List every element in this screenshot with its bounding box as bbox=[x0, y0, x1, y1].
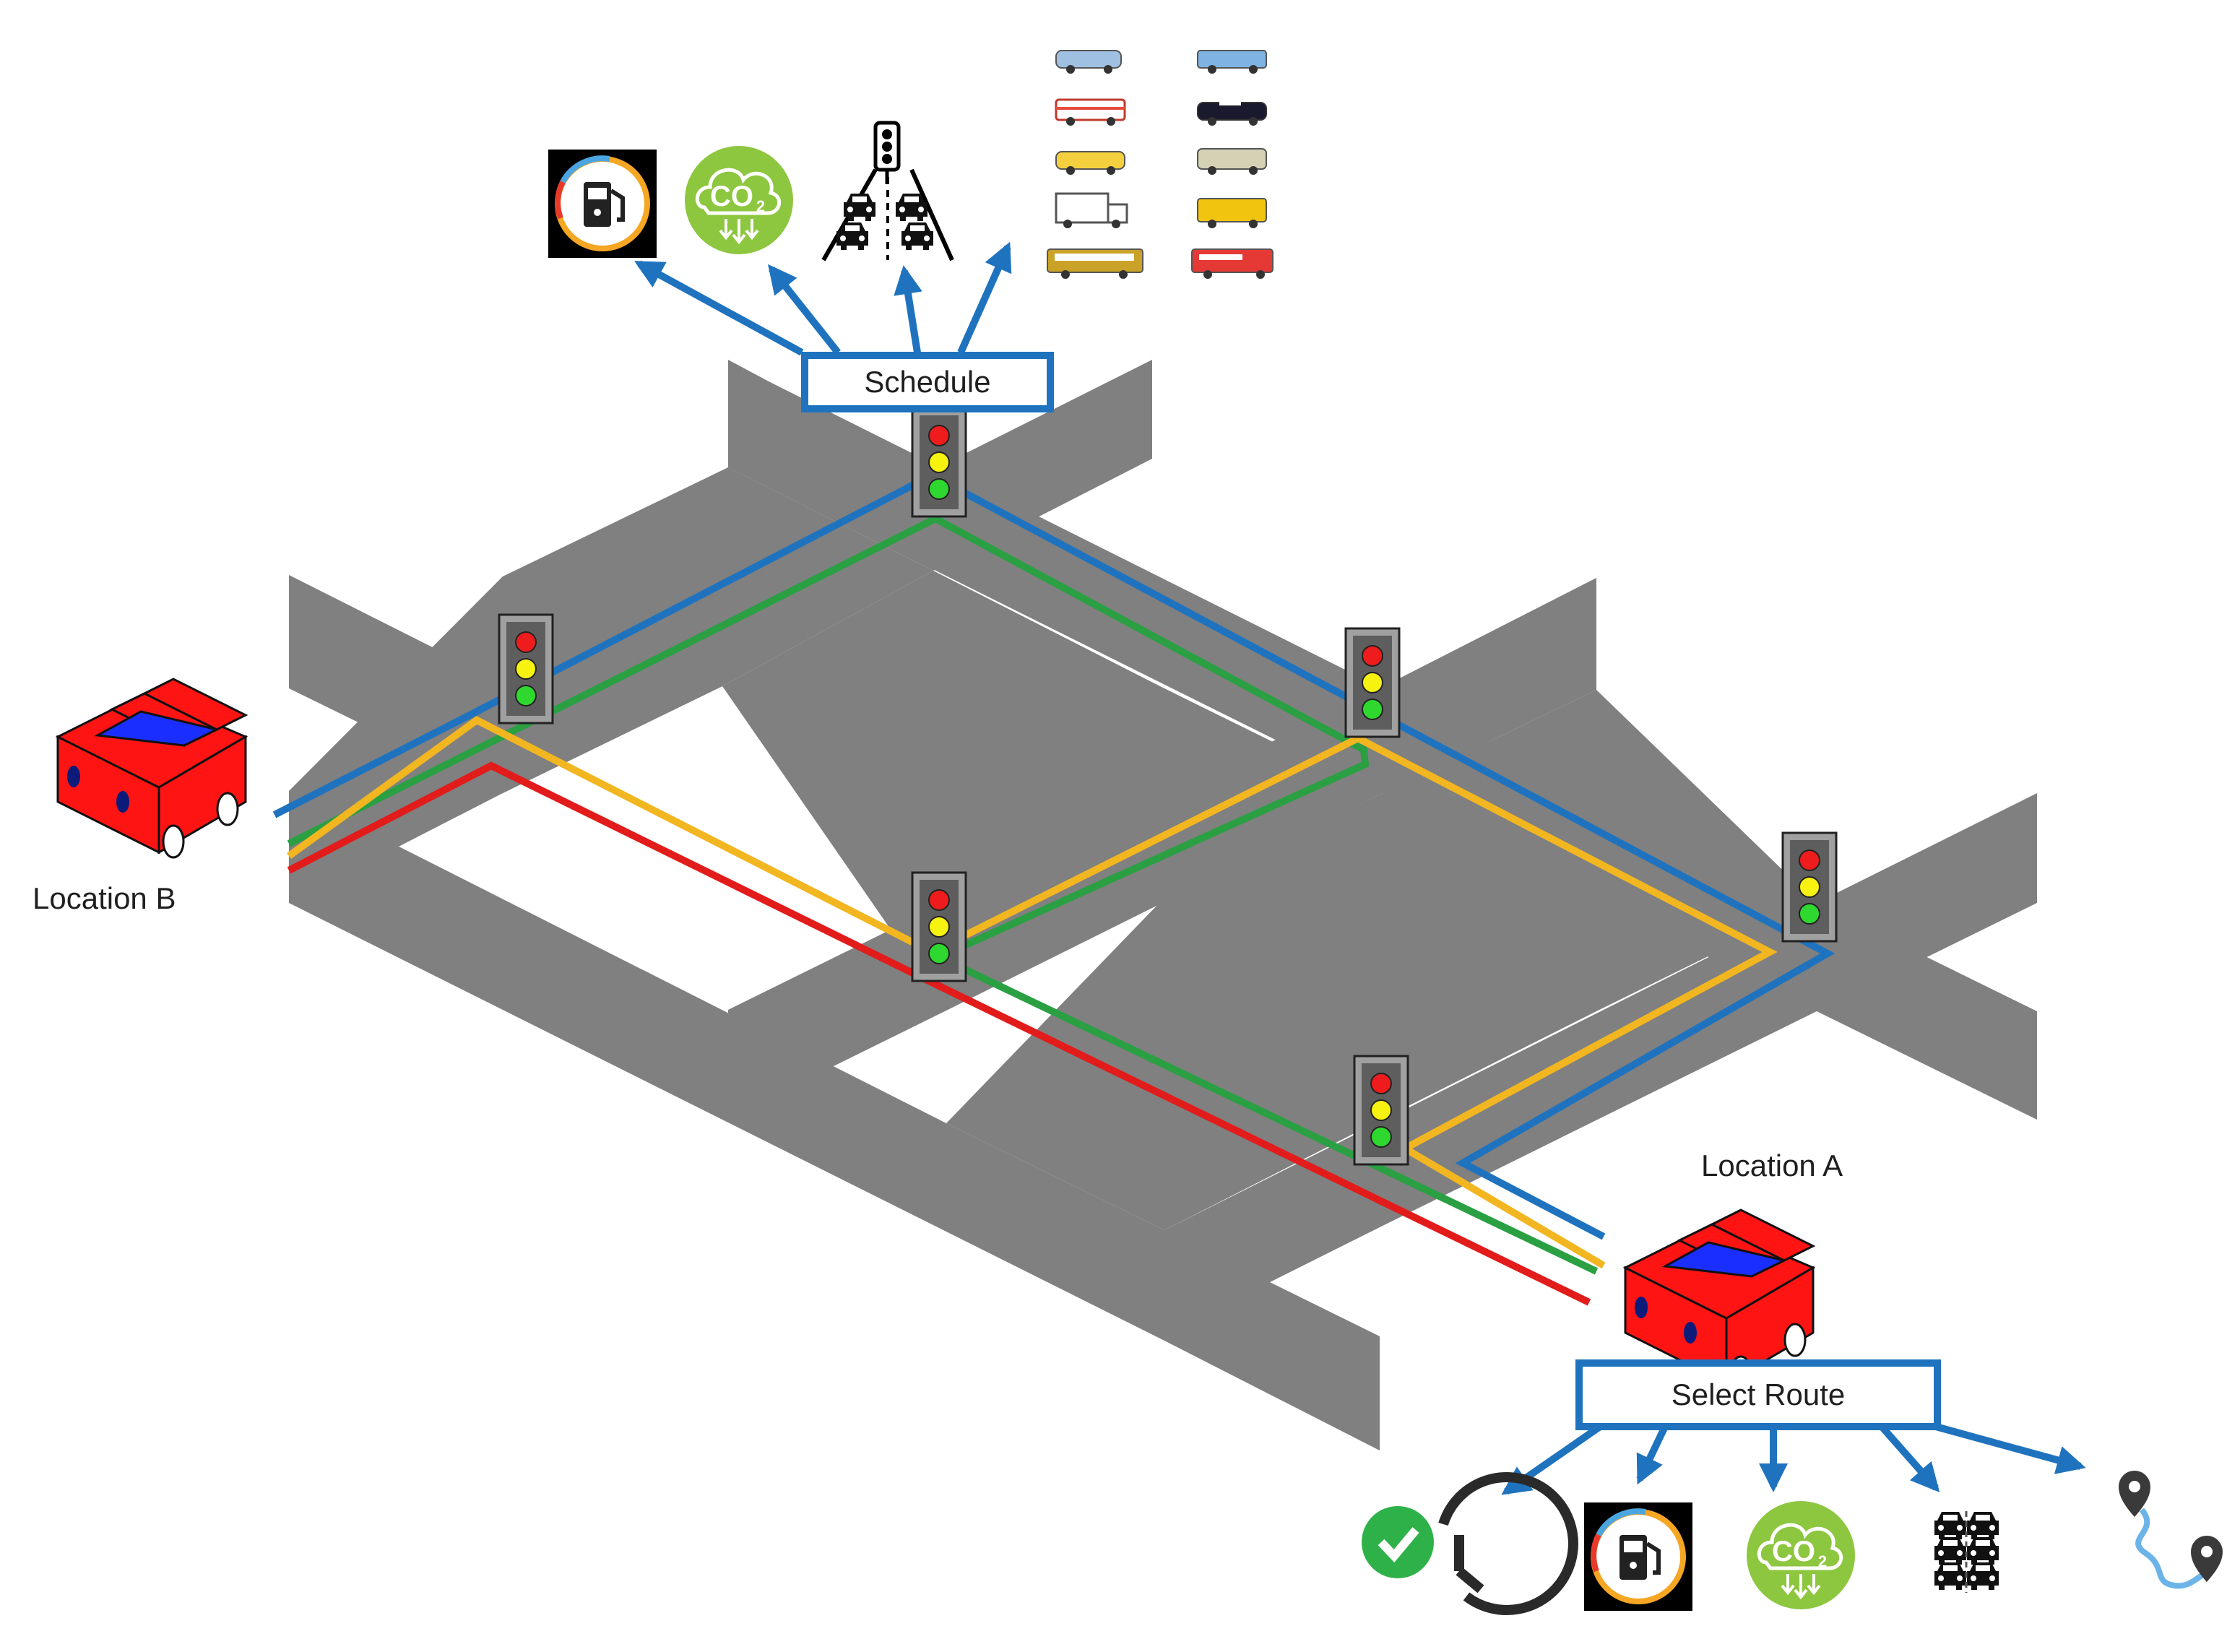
on-time-clock-icon bbox=[1362, 1471, 1578, 1615]
route-red bbox=[287, 761, 1591, 1306]
traffic-light-icon bbox=[911, 407, 967, 518]
traffic-signal-road-icon bbox=[821, 121, 954, 261]
select-route-arrows bbox=[1501, 1423, 2086, 1495]
fuel-icon bbox=[1584, 1502, 1692, 1611]
co2-emission-icon bbox=[1747, 1501, 1855, 1609]
vehicle-types-icon bbox=[1047, 50, 1273, 279]
traffic-light-icon bbox=[911, 871, 967, 982]
traffic-light-icon bbox=[1781, 831, 1838, 943]
road-sw-mid bbox=[722, 571, 1380, 1010]
schedule-box bbox=[801, 352, 1054, 412]
traffic-light-icon bbox=[1353, 1055, 1409, 1166]
traffic-congestion-icon bbox=[1934, 1511, 1999, 1593]
schedule-arrows bbox=[633, 241, 1012, 356]
co2-emission-icon bbox=[685, 146, 793, 254]
traffic-light-icon bbox=[498, 613, 554, 725]
select-route-box bbox=[1575, 1359, 1941, 1430]
route-map-pins-icon bbox=[2119, 1471, 2223, 1589]
traffic-light-icon bbox=[1344, 627, 1401, 738]
schedule-label: Schedule bbox=[864, 365, 990, 399]
select-route-label: Select Route bbox=[1672, 1378, 1845, 1411]
fuel-icon bbox=[548, 150, 657, 258]
road-nw-main bbox=[289, 791, 1380, 1450]
car-location-b-icon bbox=[56, 678, 247, 859]
location-b-label: Location B bbox=[33, 881, 176, 915]
location-a-label: Location A bbox=[1701, 1149, 1843, 1182]
